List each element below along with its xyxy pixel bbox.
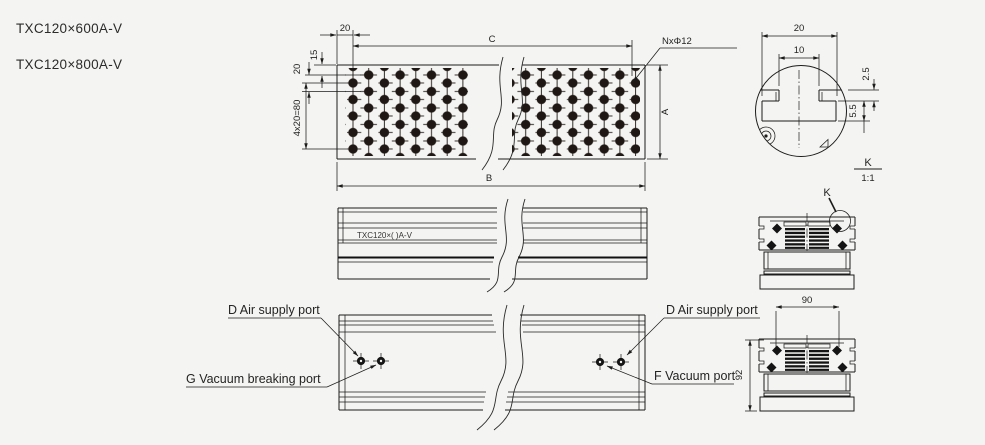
port-hole-d-left [353,353,369,369]
break-line [503,198,526,293]
port-labels: D Air supply port G Vacuum breaking port… [186,303,760,388]
dim-80: 4x20=80 [292,100,303,137]
section-dim-92: 92 [734,370,745,381]
break-line [486,198,509,293]
section-view-mid: K [758,187,856,290]
bottom-view: D Air supply port G Vacuum breaking port… [186,303,760,431]
detail-k-circle [829,210,851,232]
break-line [493,304,525,431]
top-view [336,56,646,171]
section-view-bottom: 90 92 [734,295,856,412]
port-hole-d-right [613,354,629,370]
label-d-air-supply-left: D Air supply port [228,303,320,317]
dim-20-left: 20 [292,64,303,75]
holes-callout: NxΦ12 [662,36,692,47]
dim-a: A [660,108,671,115]
detail-dim-10: 10 [794,45,805,56]
label-g-vacuum-breaking: G Vacuum breaking port [186,372,321,386]
detail-k-view: 20 10 2.5 5.5 K 1:1 [755,23,882,184]
top-view-dimensions: 20 C NxΦ12 15 20 4x20=80 A B [292,23,737,191]
break-line [476,304,508,431]
section-k-ref: K [823,187,831,199]
section-dim-90: 90 [802,295,813,306]
detail-dim-2-5: 2.5 [861,67,872,80]
label-d-air-supply-right: D Air supply port [666,303,758,317]
detail-k-scale: 1:1 [861,173,874,184]
port-hole-f-right [592,354,608,370]
detail-dim-5-5: 5.5 [848,104,859,117]
model-title-1: TXC120×600A-V [16,21,122,36]
dim-c: C [489,34,496,45]
dim-20-top: 20 [340,23,351,34]
break-line [502,56,525,171]
product-marking: TXC120×( )A-V [357,231,413,240]
detail-k-label: K [864,157,872,169]
dim-15: 15 [309,50,320,61]
model-title-2: TXC120×800A-V [16,57,122,72]
label-f-vacuum-port: F Vacuum port [654,369,736,383]
hole-pattern-left [345,68,468,156]
hole-pattern-right [512,68,640,156]
break-line [481,56,504,171]
dim-b: B [486,173,492,184]
port-holes [353,353,629,370]
port-hole-g-left [373,353,389,369]
detail-dim-20: 20 [794,23,805,34]
front-view: TXC120×( )A-V [337,198,648,293]
